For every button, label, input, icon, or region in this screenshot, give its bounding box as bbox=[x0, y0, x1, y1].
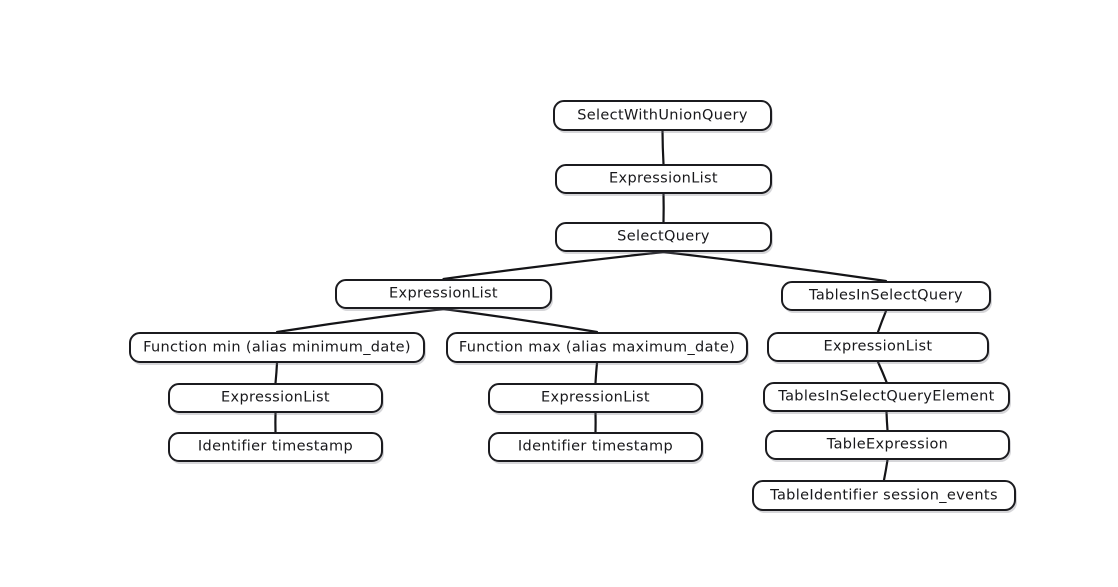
node-function-min-alias-minimum-date[interactable]: Function min (alias minimum_date) bbox=[129, 332, 425, 363]
node-label: SelectQuery bbox=[617, 228, 710, 245]
node-label: ExpressionList bbox=[541, 389, 650, 406]
edge-tableexpression-to-tableidentifier-session-events bbox=[882, 458, 889, 482]
edge-selectquery-to-tablesinselectquery bbox=[662, 250, 888, 283]
node-label: TablesInSelectQuery bbox=[809, 287, 963, 304]
node-label: ExpressionList bbox=[221, 389, 330, 406]
node-expressionlist[interactable]: ExpressionList bbox=[488, 383, 703, 413]
node-expressionlist[interactable]: ExpressionList bbox=[767, 332, 989, 362]
edge-function-max-alias-maximum-date-to-expressionlist bbox=[594, 361, 599, 385]
node-label: Identifier timestamp bbox=[517, 438, 674, 455]
node-label: ExpressionList bbox=[823, 338, 933, 355]
node-label: SelectWithUnionQuery bbox=[577, 107, 748, 123]
edge-function-min-alias-minimum-date-to-expressionlist bbox=[274, 361, 279, 385]
node-tableidentifier-session-events[interactable]: TableIdentifier session_events bbox=[752, 480, 1016, 511]
edge-selectwithunionquery-to-expressionlist bbox=[661, 129, 665, 166]
edge-tablesinselectqueryelement-to-tableexpression bbox=[885, 410, 889, 432]
node-expressionlist[interactable]: ExpressionList bbox=[555, 164, 772, 194]
edge-expressionlist-to-function-min-alias-minimum-date bbox=[275, 307, 445, 334]
node-label: TableIdentifier session_events bbox=[770, 487, 998, 503]
node-label: ExpressionList bbox=[609, 170, 718, 187]
node-expressionlist[interactable]: ExpressionList bbox=[168, 383, 383, 413]
edge-tablesinselectquery-to-expressionlist bbox=[876, 309, 888, 334]
node-tablesinselectqueryelement[interactable]: TablesInSelectQueryElement bbox=[763, 382, 1010, 412]
node-selectwithunionquery[interactable]: SelectWithUnionQuery bbox=[553, 100, 772, 131]
node-label: TablesInSelectQueryElement bbox=[778, 388, 995, 405]
node-tablesinselectquery[interactable]: TablesInSelectQuery bbox=[781, 281, 991, 311]
node-identifier-timestamp[interactable]: Identifier timestamp bbox=[488, 432, 703, 462]
node-identifier-timestamp[interactable]: Identifier timestamp bbox=[168, 432, 383, 462]
node-label: TableExpression bbox=[826, 436, 949, 453]
edge-expressionlist-to-tablesinselectqueryelement bbox=[876, 360, 888, 384]
node-label: ExpressionList bbox=[389, 285, 498, 302]
node-selectquery[interactable]: SelectQuery bbox=[555, 222, 772, 252]
edge-expressionlist-to-function-max-alias-maximum-date bbox=[442, 307, 599, 334]
node-tableexpression[interactable]: TableExpression bbox=[765, 430, 1010, 460]
node-expressionlist[interactable]: ExpressionList bbox=[335, 279, 552, 309]
edge-selectquery-to-expressionlist bbox=[442, 250, 665, 281]
node-label: Function min (alias minimum_date) bbox=[143, 339, 411, 355]
node-label: Function max (alias maximum_date) bbox=[458, 339, 736, 355]
node-label: Identifier timestamp bbox=[197, 438, 354, 455]
node-function-max-alias-maximum-date[interactable]: Function max (alias maximum_date) bbox=[446, 332, 748, 363]
